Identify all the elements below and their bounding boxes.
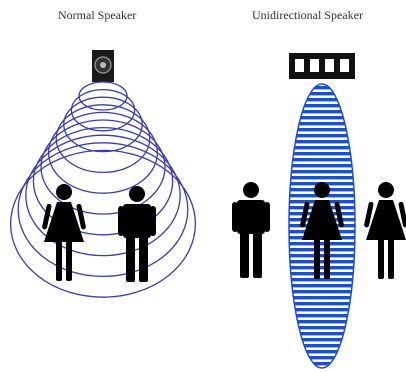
beam-stripe [285, 110, 359, 113]
beam-stripe [285, 302, 359, 305]
beam-stripe [285, 170, 359, 173]
beam-stripe [285, 278, 359, 281]
beam-stripe [285, 92, 359, 95]
woman-icon [42, 184, 87, 281]
speaker-array-icon [289, 53, 355, 79]
beam-stripe [285, 98, 359, 101]
beam-stripe [285, 350, 359, 353]
beam-stripe [285, 356, 359, 359]
woman-icon [364, 182, 406, 279]
beam-stripe [285, 104, 359, 107]
wave-ring [41, 120, 165, 214]
beam-stripe [285, 146, 359, 149]
beam-stripe [285, 338, 359, 341]
man-icon [232, 182, 270, 278]
beam-stripe [285, 362, 359, 365]
beam-stripe [285, 140, 359, 143]
beam-stripe [285, 164, 359, 167]
beam-stripe [285, 296, 359, 299]
beam-stripe [285, 86, 359, 89]
wave-ring [79, 82, 127, 110]
beam-stripe [285, 272, 359, 275]
speaker-cabinet-icon [92, 50, 114, 82]
beam-stripe [285, 116, 359, 119]
beam-stripe [285, 152, 359, 155]
wave-ring [49, 112, 158, 193]
beam-stripe [285, 266, 359, 269]
sound-wave-rings [11, 82, 196, 297]
beam-stripe [285, 176, 359, 179]
beam-stripe [285, 320, 359, 323]
beam-stripe [285, 290, 359, 293]
beam-stripe [285, 128, 359, 131]
beam-stripe [285, 254, 359, 257]
beam-stripe [285, 308, 359, 311]
beam-stripe [285, 122, 359, 125]
man-icon [118, 186, 156, 282]
beam-stripe [285, 260, 359, 263]
beam-stripe [285, 284, 359, 287]
beam-stripe [285, 332, 359, 335]
beam-stripe [285, 326, 359, 329]
beam-stripe [285, 248, 359, 251]
beam-stripe [285, 158, 359, 161]
beam-stripe [285, 242, 359, 245]
beam-stripe [285, 344, 359, 347]
